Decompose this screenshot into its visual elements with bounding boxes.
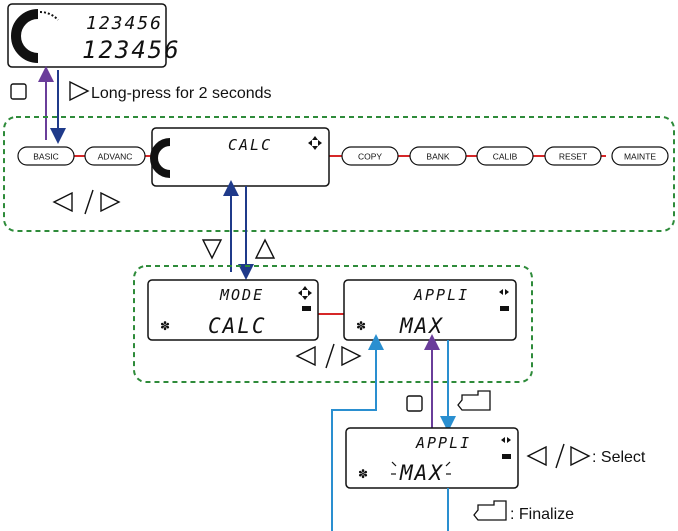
appli-display-line2: MAX	[399, 314, 444, 338]
menu-item-advanc-label: ADVANC	[98, 152, 133, 162]
mode-display-line2: CALC	[208, 314, 267, 338]
menu-group-frame	[3, 116, 675, 232]
menu-calc-title: CALC	[228, 136, 272, 154]
slash-divider	[555, 443, 565, 469]
gauge-icon	[11, 9, 59, 63]
bank-indicator-icon: ✽	[358, 467, 368, 481]
right-key-icon	[100, 191, 121, 213]
menu-item-advanc[interactable]: ADVANC	[84, 146, 146, 166]
menu-item-bank-label: BANK	[426, 152, 449, 162]
appli-display-line1: APPLI	[413, 286, 469, 304]
menu-item-copy-label: COPY	[358, 152, 382, 162]
left-key-icon	[526, 445, 547, 467]
battery-icon	[302, 306, 311, 311]
slash-divider	[325, 343, 335, 369]
top-display-line1: 123456	[86, 13, 163, 34]
select-caption: : Select	[592, 449, 646, 466]
return-path-arrow	[331, 334, 384, 531]
menu-item-reset[interactable]: RESET	[544, 146, 602, 166]
set-button-icon	[406, 395, 423, 412]
finalize-caption: : Finalize	[510, 506, 574, 523]
left-key-icon	[52, 191, 73, 213]
menu-item-mainte[interactable]: MAINTE	[611, 146, 669, 166]
enter-key-icon	[473, 500, 507, 521]
blink-indicator-icon	[391, 461, 451, 475]
edit-display[interactable]: APPLI MAX ✽	[345, 427, 519, 489]
top-display: 123456 123456	[7, 3, 181, 68]
top-display-line2: 123456	[82, 36, 181, 64]
menu-item-bank[interactable]: BANK	[409, 146, 467, 166]
left-key-icon	[295, 345, 316, 367]
left-right-arrows-icon	[501, 437, 511, 443]
menu-item-calib-label: CALIB	[493, 152, 518, 162]
gauge-icon	[150, 138, 171, 178]
battery-icon	[502, 454, 511, 459]
mode-display[interactable]: MODE CALC ✽	[147, 279, 319, 341]
menu-item-mainte-label: MAINTE	[624, 152, 656, 162]
bank-indicator-icon: ✽	[356, 319, 366, 333]
enter-key-icon	[457, 390, 491, 411]
right-key-icon	[69, 80, 90, 102]
battery-icon	[500, 306, 509, 311]
menu-calc-display[interactable]: CALC	[150, 127, 330, 187]
down-key-icon	[201, 239, 223, 260]
set-button-icon	[10, 83, 27, 100]
menu-item-calib[interactable]: CALIB	[476, 146, 534, 166]
bank-indicator-icon: ✽	[160, 319, 170, 333]
long-press-label: Long-press for 2 seconds	[91, 85, 272, 102]
menu-item-basic[interactable]: BASIC	[17, 146, 75, 166]
right-key-icon	[341, 345, 362, 367]
right-key-icon	[570, 445, 591, 467]
edit-display-line1: APPLI	[415, 434, 471, 452]
menu-item-basic-label: BASIC	[33, 152, 59, 162]
slash-divider	[84, 189, 94, 215]
mode-display-line1: MODE	[219, 286, 264, 304]
menu-item-reset-label: RESET	[559, 152, 587, 162]
edit-display-line2: MAX	[399, 461, 444, 485]
left-right-arrows-icon	[499, 289, 509, 295]
menu-item-copy[interactable]: COPY	[341, 146, 399, 166]
appli-display[interactable]: APPLI MAX ✽	[343, 279, 517, 341]
four-way-arrows-icon	[308, 136, 322, 150]
four-way-arrows-icon	[298, 286, 312, 300]
up-key-icon	[254, 238, 276, 259]
